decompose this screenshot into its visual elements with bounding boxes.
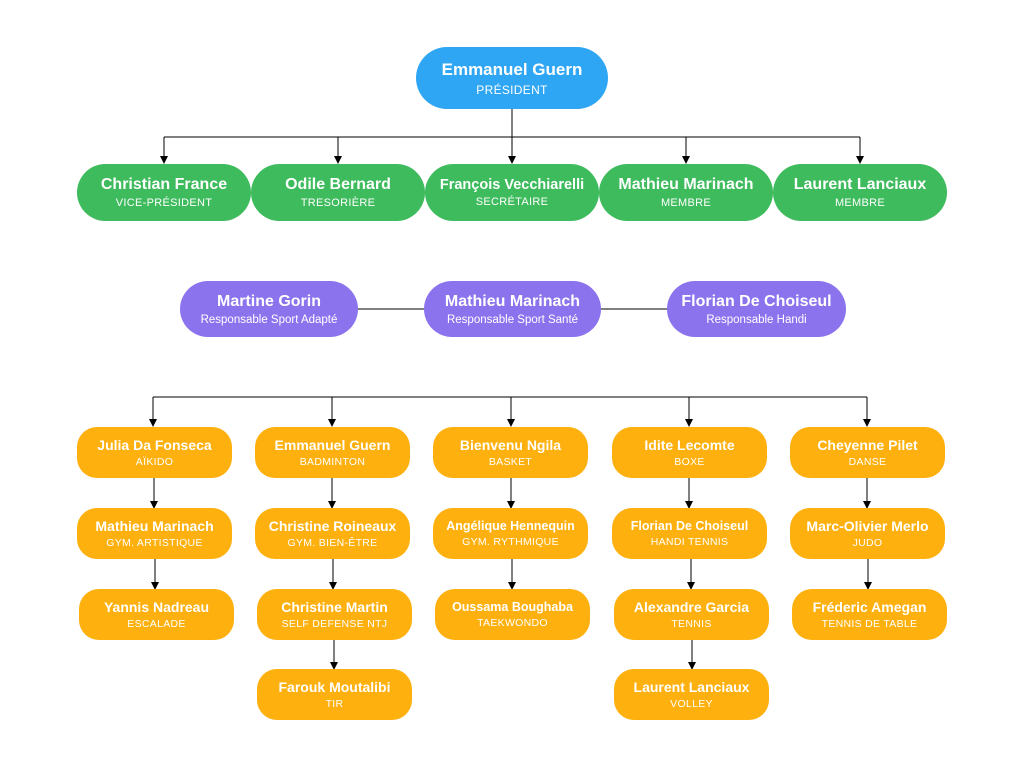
- node-role: PRÉSIDENT: [476, 82, 548, 97]
- node-role: SELF DEFENSE NTJ: [281, 618, 388, 630]
- node-role: ESCALADE: [127, 618, 186, 630]
- node-name: Alexandre Garcia: [633, 599, 750, 615]
- node-role: GYM. BIEN-ÊTRE: [287, 537, 378, 549]
- node-role: BADMINTON: [299, 456, 366, 468]
- node-name: Yannis Nadreau: [103, 599, 210, 615]
- sport-node: Idite Lecomte BOXE: [612, 427, 767, 478]
- node-role: TIR: [325, 698, 344, 710]
- node-name: Mathieu Marinach: [444, 292, 581, 310]
- sport-node: Cheyenne Pilet DANSE: [790, 427, 945, 478]
- node-name: Fréderic Amegan: [812, 599, 927, 615]
- sport-node: Julia Da Fonseca AÏKIDO: [77, 427, 232, 478]
- node-name: Christine Martin: [281, 599, 388, 615]
- node-role: TENNIS: [671, 618, 712, 630]
- sport-node: Florian De Choiseul HANDI TENNIS: [612, 508, 767, 559]
- node-name: Christian France: [100, 176, 228, 193]
- node-name: Farouk Moutalibi: [278, 679, 391, 695]
- sport-node: Christine Martin SELF DEFENSE NTJ: [257, 589, 412, 640]
- node-name: Christine Roineaux: [268, 518, 397, 534]
- node-name: François Vecchiarelli: [439, 177, 585, 193]
- node-name: Florian De Choiseul: [630, 519, 749, 533]
- node-role: DANSE: [848, 456, 887, 468]
- node-name: Emmanuel Guern: [441, 59, 583, 79]
- node-name: Mathieu Marinach: [618, 176, 754, 193]
- node-name: Odile Bernard: [285, 176, 391, 193]
- board-node-member-1: Mathieu Marinach MEMBRE: [599, 164, 773, 221]
- node-role: TRESORIÈRE: [300, 197, 376, 209]
- node-name: Bienvenu Ngila: [459, 437, 562, 453]
- node-role: MEMBRE: [834, 197, 886, 209]
- sport-node: Fréderic Amegan TENNIS DE TABLE: [792, 589, 947, 640]
- sport-node: Emmanuel Guern BADMINTON: [255, 427, 410, 478]
- node-role: Responsable Handi: [706, 313, 807, 326]
- sport-node: Christine Roineaux GYM. BIEN-ÊTRE: [255, 508, 410, 559]
- node-name: Cheyenne Pilet: [817, 437, 918, 453]
- node-role: VICE-PRÉSIDENT: [115, 197, 213, 209]
- responsable-node-sport-sante: Mathieu Marinach Responsable Sport Santé: [424, 281, 601, 337]
- node-role: MEMBRE: [660, 197, 712, 209]
- board-node-secretary: François Vecchiarelli SECRÉTAIRE: [425, 164, 599, 221]
- node-role: SECRÉTAIRE: [475, 196, 549, 208]
- node-role: BOXE: [674, 456, 705, 468]
- node-name: Oussama Boughaba: [452, 600, 573, 614]
- sport-node: Laurent Lanciaux VOLLEY: [614, 669, 769, 720]
- node-name: Idite Lecomte: [644, 437, 735, 453]
- node-name: Julia Da Fonseca: [97, 437, 212, 453]
- node-name: Laurent Lanciaux: [793, 176, 927, 193]
- responsable-node-handi: Florian De Choiseul Responsable Handi: [667, 281, 846, 337]
- node-name: Florian De Choiseul: [681, 292, 832, 310]
- node-role: HANDI TENNIS: [650, 536, 729, 548]
- node-role: GYM. RYTHMIQUE: [462, 536, 559, 548]
- node-role: TENNIS DE TABLE: [821, 618, 918, 630]
- sport-node: Farouk Moutalibi TIR: [257, 669, 412, 720]
- node-name: Emmanuel Guern: [274, 437, 391, 453]
- president-node: Emmanuel Guern PRÉSIDENT: [416, 47, 608, 109]
- node-name: Martine Gorin: [216, 292, 321, 310]
- node-role: JUDO: [852, 537, 883, 549]
- sport-node: Oussama Boughaba TAEKWONDO: [435, 589, 590, 640]
- sport-node: Mathieu Marinach GYM. ARTISTIQUE: [77, 508, 232, 559]
- sport-node: Alexandre Garcia TENNIS: [614, 589, 769, 640]
- node-role: TAEKWONDO: [477, 617, 548, 629]
- node-name: Mathieu Marinach: [95, 518, 214, 534]
- board-node-member-2: Laurent Lanciaux MEMBRE: [773, 164, 947, 221]
- sport-node: Marc-Olivier Merlo JUDO: [790, 508, 945, 559]
- node-name: Laurent Lanciaux: [633, 679, 750, 695]
- board-node-vice-president: Christian France VICE-PRÉSIDENT: [77, 164, 251, 221]
- board-node-treasurer: Odile Bernard TRESORIÈRE: [251, 164, 425, 221]
- sport-node: Bienvenu Ngila BASKET: [433, 427, 588, 478]
- node-role: BASKET: [488, 456, 533, 468]
- sport-node: Yannis Nadreau ESCALADE: [79, 589, 234, 640]
- node-role: Responsable Sport Santé: [446, 313, 579, 326]
- sport-node: Angélique Hennequin GYM. RYTHMIQUE: [433, 508, 588, 559]
- node-role: GYM. ARTISTIQUE: [106, 537, 203, 549]
- node-role: Responsable Sport Adapté: [200, 313, 338, 326]
- responsable-node-sport-adapte: Martine Gorin Responsable Sport Adapté: [180, 281, 358, 337]
- node-role: AÏKIDO: [135, 456, 174, 468]
- node-name: Angélique Hennequin: [446, 519, 575, 533]
- node-role: VOLLEY: [670, 698, 713, 710]
- node-name: Marc-Olivier Merlo: [806, 518, 929, 534]
